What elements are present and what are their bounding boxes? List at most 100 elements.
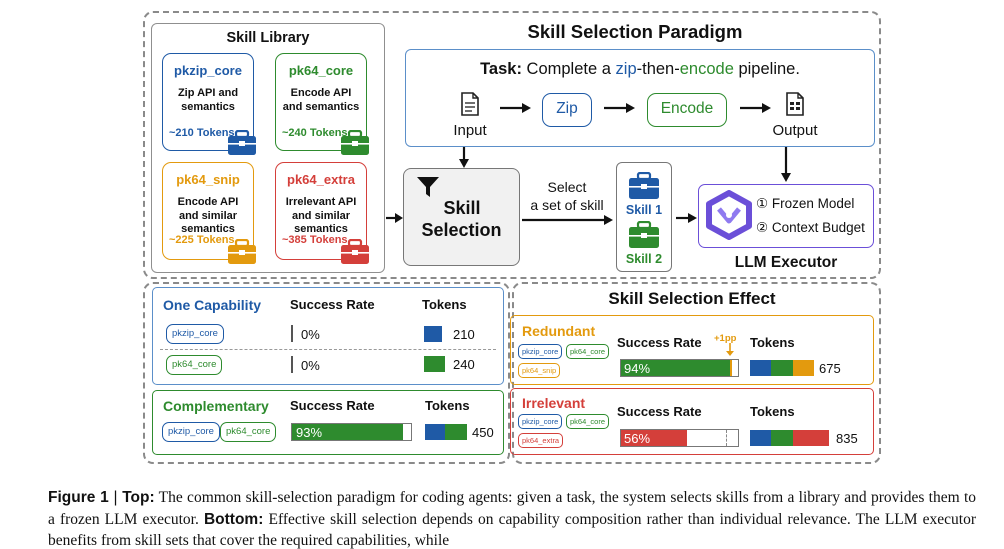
success-bar-gain xyxy=(730,360,732,376)
skill-tokens: ~240 Tokens xyxy=(282,127,348,139)
skill-card-pk64-extra[interactable]: pk64_extra Irrelevant API and similar se… xyxy=(275,162,369,264)
bottom-left-panel xyxy=(143,282,510,464)
tokens-header: Tokens xyxy=(750,404,795,419)
executor-item-2: ② Context Budget xyxy=(756,220,865,235)
irrelevant-panel xyxy=(510,388,874,455)
effect-title: Skill Selection Effect xyxy=(608,289,776,308)
executor-box xyxy=(698,184,874,248)
skill-pill-pkzip-core: pkzip_core xyxy=(518,414,563,429)
skill-pill-pk64-core: pk64_core xyxy=(220,422,277,442)
executor-title: LLM Executor xyxy=(734,254,838,271)
tokens-value: 210 xyxy=(453,327,475,342)
one-capability-title: One Capability xyxy=(163,297,262,313)
arrow-right-icon xyxy=(676,213,697,223)
skill-selection-box xyxy=(403,168,520,266)
briefcase-icon xyxy=(228,239,256,264)
delta-label: +1pp xyxy=(714,333,737,344)
success-bar-empty xyxy=(291,325,293,342)
token-bar-green xyxy=(424,356,445,372)
briefcase-icon xyxy=(228,130,256,155)
skill-pill-pkzip-core: pkzip_core xyxy=(166,324,224,344)
tokens-value: 450 xyxy=(472,425,494,440)
task-zip: zip xyxy=(615,60,637,78)
delta-label: -23pp xyxy=(694,432,721,443)
tokens-value: 675 xyxy=(819,361,841,376)
token-bar-blue xyxy=(750,360,771,376)
skill-tokens: ~225 Tokens xyxy=(169,234,235,246)
executor-item-1: ① Frozen Model xyxy=(756,196,855,211)
skill-pill-pkzip-core: pkzip_core xyxy=(162,422,220,442)
arrow-down-icon xyxy=(459,147,469,168)
task-post: pipeline. xyxy=(738,60,800,78)
output-file-icon xyxy=(786,92,804,116)
tokens-value: 240 xyxy=(453,357,475,372)
redundant-panel xyxy=(510,315,874,385)
token-bar-green xyxy=(771,430,793,446)
success-rate-header: Success Rate xyxy=(290,398,375,413)
output-label: Output xyxy=(772,122,818,139)
zip-box: Zip xyxy=(542,93,592,127)
skill-pill-pk64-core: pk64_core xyxy=(566,414,610,429)
tokens-header: Tokens xyxy=(750,335,795,350)
token-bar-green xyxy=(771,360,793,376)
success-bar-fill xyxy=(621,360,730,376)
input-label: Input xyxy=(453,122,487,139)
document-icon xyxy=(461,92,479,116)
irrelevant-title: Irrelevant xyxy=(522,395,586,411)
success-rate-header: Success Rate xyxy=(617,404,702,419)
success-bar-lost xyxy=(687,430,727,446)
success-rate-header: Success Rate xyxy=(617,335,702,350)
success-rate-value: 94% xyxy=(624,361,651,376)
task-encode: encode xyxy=(679,60,734,78)
skill1-label: Skill 1 xyxy=(625,203,663,217)
caption-top-text: The common skill-selection paradigm for … xyxy=(48,489,976,528)
skill-desc: Zip API and semantics xyxy=(177,87,239,113)
skill-pill-pk64-core: pk64_core xyxy=(166,355,223,375)
figure-caption: Figure 1 | Top: The common skill-selecti… xyxy=(48,487,976,549)
model-logo-icon xyxy=(706,190,752,240)
select-text-1: Select xyxy=(547,179,587,195)
skill-card-pkzip-core[interactable]: pkzip_core Zip API and semantics ~210 To… xyxy=(162,53,256,155)
success-rate-value: 93% xyxy=(296,425,323,440)
task-label: Task: xyxy=(480,60,522,78)
selected-skills-box xyxy=(616,162,672,272)
skill-desc: Irrelevant API and similar semantics xyxy=(285,196,357,235)
success-rate-value: 0% xyxy=(301,327,320,342)
skill-card-pk64-snip[interactable]: pk64_snip Encode API and similar semanti… xyxy=(162,162,256,264)
skill-name: pk64_snip xyxy=(176,172,240,187)
skill-pill-pkzip-core: pkzip_core xyxy=(518,344,563,359)
top-panel xyxy=(143,11,881,279)
arrow-right-icon xyxy=(500,103,531,113)
skill-pill-pk64-extra: pk64_extra xyxy=(518,433,564,448)
skill2-label: Skill 2 xyxy=(625,252,663,266)
token-bar-red xyxy=(793,430,829,446)
one-capability-panel xyxy=(152,287,504,385)
tokens-header: Tokens xyxy=(425,398,470,413)
arrow-right-icon xyxy=(740,103,771,113)
encode-box: Encode xyxy=(647,93,727,127)
selection-label-2: Selection xyxy=(421,220,502,240)
skill-pill-pk64-snip: pk64_snip xyxy=(518,363,561,378)
arrow-right-icon xyxy=(386,213,403,223)
success-bar-empty xyxy=(291,356,293,373)
caption-sep: | xyxy=(108,489,123,506)
selection-label-1: Skill xyxy=(443,198,481,218)
skill-tokens: ~210 Tokens xyxy=(169,127,235,139)
briefcase-icon xyxy=(341,239,369,264)
tokens-header: Tokens xyxy=(422,297,467,312)
arrow-down-icon xyxy=(726,343,734,356)
skill-pill-pk64-core: pk64_core xyxy=(566,344,610,359)
task-pre: Complete a xyxy=(526,60,611,78)
token-bar-blue xyxy=(425,424,445,440)
task-text: Task: Complete a zip-then-encode pipelin… xyxy=(405,60,875,79)
success-bar-fill xyxy=(621,430,687,446)
briefcase-icon xyxy=(629,172,659,199)
briefcase-icon xyxy=(341,130,369,155)
skill-card-pk64-core[interactable]: pk64_core Encode API and semantics ~240 … xyxy=(275,53,369,155)
skill-desc: Encode API and similar semantics xyxy=(177,196,239,235)
arrow-right-icon xyxy=(604,103,635,113)
task-mid: -then- xyxy=(636,60,680,78)
token-bar-green xyxy=(445,424,467,440)
token-bar-orange xyxy=(793,360,814,376)
caption-bottom-text: Effective skill selection depends on cap… xyxy=(48,510,976,549)
